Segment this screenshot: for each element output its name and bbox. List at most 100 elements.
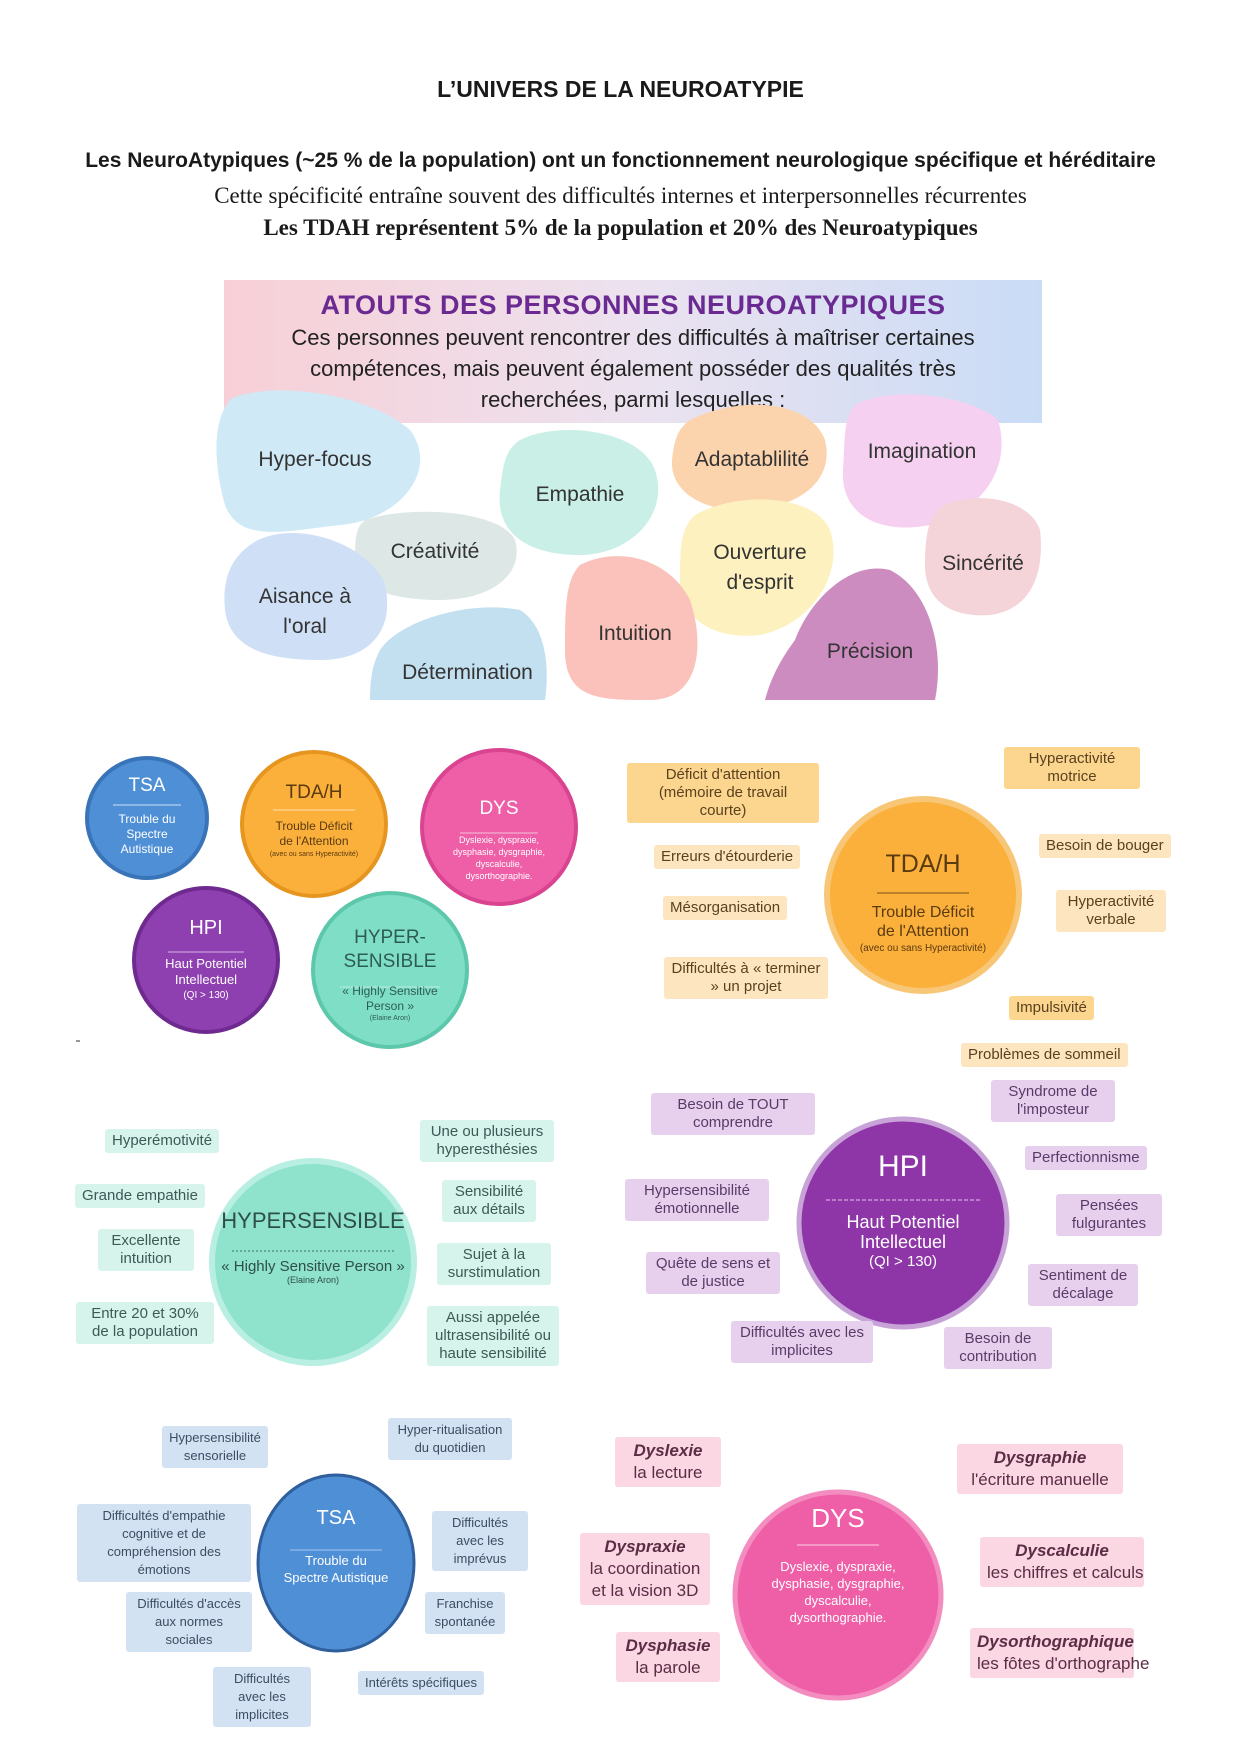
dys-detail-sub: Dyslexie, dyspraxie, dysphasie, dysgraph… — [763, 1558, 913, 1626]
hpi-tag: Besoin de TOUT comprendre — [651, 1093, 815, 1135]
hpi-tag: Syndrome de l'imposteur — [991, 1080, 1115, 1122]
hyper-detail-center: HYPERSENSIBLE « Highly Sensitive Person … — [208, 1208, 418, 1285]
hpi-sub-line: Intellectuel — [174, 972, 238, 987]
dys-tag-name: Dyspraxie — [604, 1537, 686, 1556]
dys-tag-name: Dysgraphie — [993, 1448, 1087, 1467]
hpi-summary: HPI Haut Potentiel Intellectuel (QI > 13… — [146, 917, 266, 1004]
tsa-detail-circle — [256, 1473, 416, 1653]
tdah-tag: Besoin de bouger — [1039, 834, 1171, 858]
hyper-tag: Sensibilité aux détails — [442, 1180, 536, 1222]
quality-determination: Détermination — [402, 661, 533, 684]
tdah-circle — [240, 750, 388, 898]
tsa-detail-sub-line: Trouble du — [305, 1553, 367, 1568]
dys-detail-sub-line: Dyslexie, dyspraxie, — [780, 1559, 896, 1574]
quality-sincerite: Sincérité — [942, 552, 1024, 575]
dys-title: DYS — [479, 798, 519, 819]
atouts-intro-line: Ces personnes peuvent rencontrer des dif… — [291, 325, 975, 350]
dys-detail-title: DYS — [811, 1503, 865, 1533]
dys-tag: Dyspraxie la coordination et la vision 3… — [580, 1533, 710, 1605]
document-title: L’UNIVERS DE LA NEUROATYPIE — [437, 76, 804, 102]
tdah-sub-line: Trouble Déficit — [275, 819, 353, 833]
dys-tag-desc: la parole — [635, 1658, 701, 1677]
tsa-detail-title: TSA — [316, 1507, 356, 1529]
quality-empathie: Empathie — [535, 483, 625, 506]
tdah-detail-sub-line: (avec ou sans Hyperactivité) — [859, 943, 987, 954]
hypersensible-sub: « Highly Sensitive Person » (Elaine Aron… — [325, 984, 455, 1024]
intro-line-2: Cette spécificité entraîne souvent des d… — [214, 183, 1027, 208]
hpi-detail-title: HPI — [877, 1150, 928, 1183]
tsa-tag: Franchise spontanée — [425, 1592, 505, 1634]
dys-tag-desc: les chiffres et calculs — [987, 1563, 1144, 1582]
hyper-tag: Entre 20 et 30% de la population — [76, 1302, 214, 1344]
tdah-detail-sub: Trouble Déficit de l'Attention (avec ou … — [843, 903, 1003, 956]
dys-detail-sub-line: dysphasie, dysgraphie, — [771, 1576, 905, 1591]
hpi-tag: Pensées fulgurantes — [1056, 1194, 1162, 1236]
hpi-sub: Haut Potentiel Intellectuel (QI > 130) — [146, 956, 266, 1004]
tdah-detail-circle — [824, 796, 1022, 994]
blob-shape — [671, 404, 827, 510]
dys-detail-center: DYS Dyslexie, dyspraxie, dysphasie, dysg… — [763, 1503, 913, 1626]
tsa-summary: TSA Trouble du Spectre Autistique — [97, 775, 197, 857]
quality-ouverture: Ouverture d'esprit — [713, 541, 807, 594]
hpi-sub-line: (QI > 130) — [183, 990, 229, 1001]
blob-shape — [842, 394, 1002, 528]
quality-hyperfocus: Hyper-focus — [258, 448, 372, 471]
dys-tag: Dysgraphie l'écriture manuelle — [957, 1444, 1123, 1494]
hpi-tag: Perfectionnisme — [1025, 1146, 1147, 1170]
quality-intuition: Intuition — [598, 622, 672, 645]
hypersensible-sub-line: « Highly Sensitive — [342, 984, 438, 998]
atouts-intro: Ces personnes peuvent rencontrer des dif… — [240, 322, 1026, 415]
blob-shape — [224, 532, 388, 660]
quality-creativite: Créativité — [390, 540, 480, 563]
blob-shape — [370, 607, 547, 700]
tdah-title: TDA/H — [285, 782, 343, 803]
hpi-detail-sub: Haut Potentiel Intellectuel (QI > 130) — [813, 1212, 993, 1272]
tsa-detail-sub-line: Spectre Autistique — [283, 1570, 389, 1585]
dys-tag-desc: la coordination et la vision 3D — [589, 1559, 701, 1600]
atouts-title: ATOUTS DES PERSONNES NEUROATYPIQUES — [320, 290, 946, 320]
tsa-title: TSA — [128, 775, 166, 796]
dys-summary: DYS Dyslexie, dyspraxie, dysphasie, dysg… — [434, 798, 564, 882]
quality-precision: Précision — [826, 640, 914, 663]
dys-tag: Dyslexie la lecture — [615, 1437, 721, 1487]
blob-shape — [765, 568, 938, 700]
tdah-tag: Impulsivité — [1009, 996, 1094, 1020]
hyper-detail-sub: « Highly Sensitive Person » — [221, 1258, 405, 1275]
hpi-tag: Sentiment de décalage — [1028, 1264, 1138, 1306]
hpi-detail-sub-line: (QI > 130) — [869, 1253, 937, 1270]
tdah-tag: Déficit d'attention (mémoire de travail … — [627, 763, 819, 823]
blob-shape — [565, 556, 698, 700]
dys-sub-line: dysphasie, dysgraphie, — [452, 847, 546, 857]
tdah-sub-line: de l'Attention — [279, 834, 349, 848]
tdah-detail-center: TDA/H Trouble Déficit de l'Attention (av… — [843, 850, 1003, 956]
dys-tag: Dysorthographique les fôtes d'orthograph… — [970, 1628, 1149, 1678]
tsa-tag: Difficultés avec les imprévus — [432, 1511, 528, 1571]
dys-sub: Dyslexie, dyspraxie, dysphasie, dysgraph… — [434, 834, 564, 882]
hpi-sub-line: Haut Potentiel — [165, 956, 247, 971]
dys-detail-circle — [732, 1489, 944, 1701]
hpi-circle — [132, 886, 280, 1034]
hpi-tag: Besoin de contribution — [944, 1327, 1052, 1369]
tsa-tag: Difficultés d'empathie cognitive et de c… — [77, 1504, 251, 1582]
hpi-tag: Difficultés avec les implicites — [731, 1321, 873, 1363]
intro-line-3: Les TDAH représentent 5% de la populatio… — [263, 215, 978, 240]
blob-shape — [680, 499, 834, 636]
tsa-tag: Hyper-ritualisation du quotidien — [388, 1418, 512, 1460]
tsa-sub-line: Spectre — [126, 827, 168, 841]
dys-circle — [420, 748, 578, 906]
quality-aisance: Aisance à l'oral — [258, 585, 352, 638]
dys-tag-name: Dyslexie — [633, 1441, 703, 1460]
dys-detail-sub-line: dysorthographie. — [789, 1610, 887, 1625]
quality-adaptabilite: Adaptablilité — [694, 448, 810, 471]
tdah-tag: Mésorganisation — [663, 896, 788, 920]
tdah-sub-line: (avec ou sans Hyperactivité) — [269, 851, 359, 858]
dys-tag-name: Dyscalculie — [1015, 1541, 1109, 1560]
hyper-detail-sub: (Elaine Aron) — [286, 1275, 340, 1285]
tdah-tag: Problèmes de sommeil — [961, 1043, 1128, 1067]
hypersensible-sub-line: Person » — [365, 999, 415, 1013]
hyper-tag: Sujet à la surstimulation — [437, 1243, 551, 1285]
